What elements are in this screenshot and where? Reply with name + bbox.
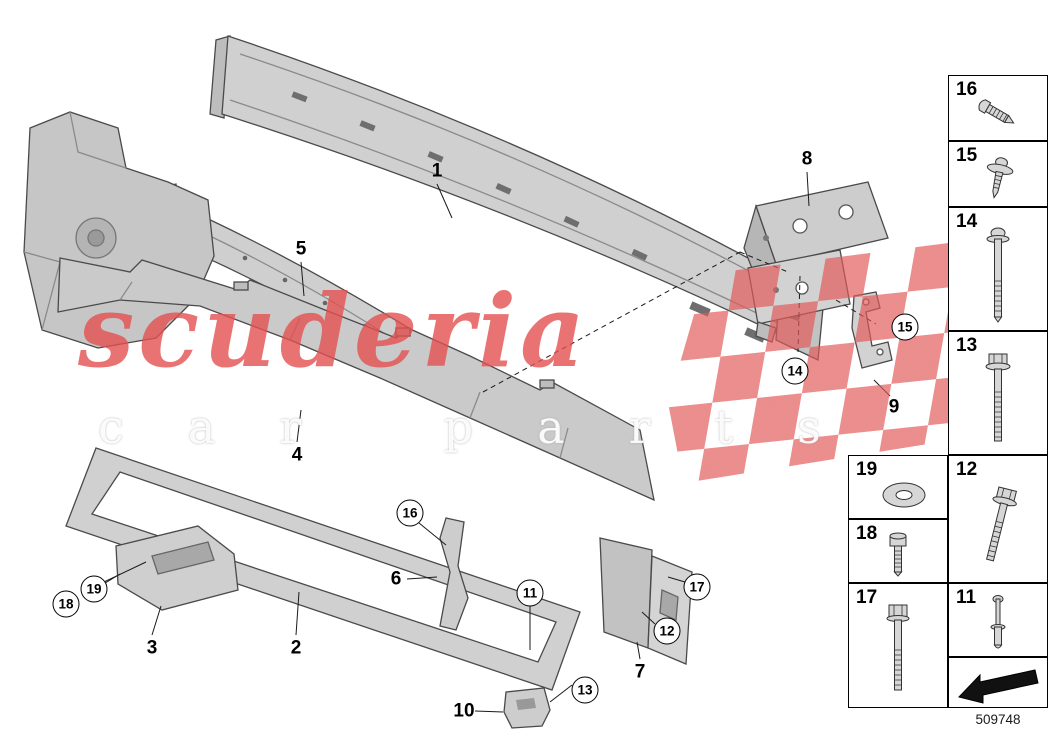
- fastener-number: 11: [956, 587, 977, 608]
- hex-flange-bolt-icon: [986, 486, 1018, 562]
- hex-flange-bolt-long-icon: [985, 353, 1011, 442]
- fastener-number: 12: [956, 459, 978, 480]
- torx-screw-icon: [978, 99, 1015, 124]
- part-2-lower-carrier-frame: [65, 447, 581, 691]
- direction-box: [948, 657, 1048, 708]
- part-10-clip: [503, 687, 551, 729]
- callout-3: 3: [146, 637, 158, 659]
- fastener-number: 19: [856, 459, 878, 480]
- callout-9: 9: [888, 396, 900, 418]
- diagram-part-number: 509748: [975, 712, 1021, 727]
- callout-7: 7: [634, 661, 646, 683]
- callout-1: 1: [431, 160, 443, 182]
- direction-arrow-icon: [958, 669, 1039, 704]
- callout-19: 19: [80, 575, 108, 603]
- callout-14: 14: [781, 357, 809, 385]
- fastener-cell-12: 12: [948, 455, 1048, 583]
- fastener-cell-11: 11: [948, 583, 1048, 657]
- callout-12: 12: [653, 617, 681, 645]
- fastener-cell-13: 13: [948, 331, 1048, 455]
- part-3-mounting-plate: [115, 525, 239, 611]
- fastener-number: 18: [856, 523, 878, 544]
- watermark-subtitle: car parts: [98, 400, 885, 454]
- callout-10: 10: [453, 700, 475, 722]
- callout-13: 13: [571, 676, 599, 704]
- callout-6: 6: [390, 568, 402, 590]
- part-4-absorber-band: [57, 257, 655, 502]
- fastener-number: 16: [956, 79, 978, 100]
- fastener-cell-18: 18: [848, 519, 948, 583]
- fastener-cell-19: 19: [848, 455, 948, 519]
- watermark-title: scuderia: [78, 272, 589, 390]
- long-bolt-with-washer-icon: [986, 227, 1010, 323]
- fastener-cell-14: 14: [948, 207, 1048, 331]
- part-7-side-bracket: [599, 537, 693, 665]
- fastener-number: 14: [956, 211, 978, 232]
- callout-2: 2: [290, 637, 302, 659]
- fastener-cell-15: 15: [948, 141, 1048, 207]
- fastener-cell-17: 17: [848, 583, 948, 708]
- blind-rivet-icon: [990, 595, 1006, 649]
- socket-head-screw-icon: [889, 532, 907, 577]
- callout-11: 11: [516, 579, 544, 607]
- washer-icon: [882, 482, 926, 508]
- fastener-cell-16: 16: [948, 75, 1048, 141]
- callout-16: 16: [396, 499, 424, 527]
- fastener-number: 17: [856, 587, 878, 608]
- fastener-number: 13: [956, 335, 978, 356]
- screw-with-washer-icon: [986, 157, 1014, 199]
- callout-17: 17: [683, 573, 711, 601]
- fastener-number: 15: [956, 145, 978, 166]
- callout-15: 15: [891, 313, 919, 341]
- callout-8: 8: [801, 148, 813, 170]
- callout-5: 5: [295, 238, 307, 260]
- hex-bolt-long-icon: [886, 604, 910, 691]
- part-6-support-bracket: [439, 517, 469, 631]
- callout-18: 18: [52, 590, 80, 618]
- callout-4: 4: [291, 444, 303, 466]
